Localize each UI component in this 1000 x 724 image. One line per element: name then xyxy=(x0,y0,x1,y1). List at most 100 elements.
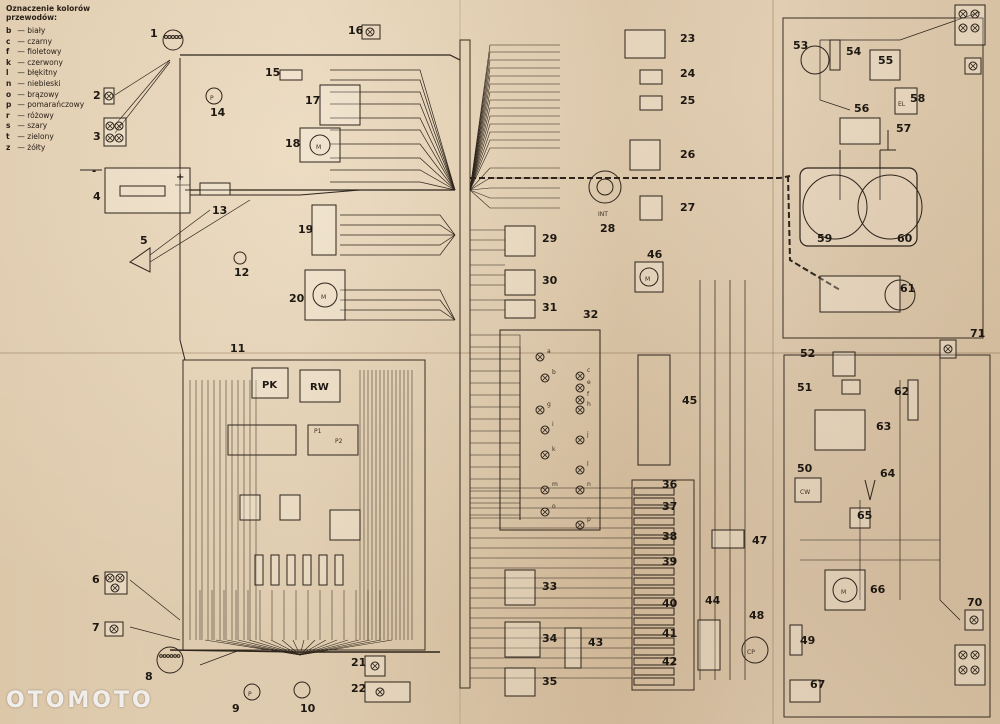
legend-color-name: — fioletowy xyxy=(15,47,62,57)
sensor-10 xyxy=(293,681,311,699)
wire xyxy=(330,129,456,191)
component-number-36: 36 xyxy=(662,478,678,491)
connector-pin-strip xyxy=(633,557,675,566)
pin xyxy=(164,35,168,39)
lamp-icon-6b xyxy=(115,573,125,583)
motor-icon-20 xyxy=(312,282,338,308)
wire xyxy=(330,79,456,191)
lamp-icon-71 xyxy=(943,344,953,354)
starter-solenoid xyxy=(884,279,916,311)
gauge-cp-label: CP xyxy=(747,649,755,656)
lamp-icon-6c xyxy=(110,583,120,593)
component-number-20: 20 xyxy=(289,292,305,305)
fuse-cell xyxy=(254,554,264,586)
connector-pin-strip xyxy=(633,497,675,506)
component-number-55: 55 xyxy=(878,54,893,67)
watermark-logo: OTOMOTO xyxy=(6,688,154,713)
legend-color-name: — czarny xyxy=(15,36,53,46)
wire xyxy=(469,107,560,191)
lamp-housing-lower-right xyxy=(954,644,986,686)
component-number-9: 9 xyxy=(232,702,240,715)
indicator-lamp-icon xyxy=(540,485,550,495)
connector-8 xyxy=(156,646,184,674)
legend-code: t xyxy=(6,131,10,141)
motor-20 xyxy=(304,269,346,321)
switch-23 xyxy=(624,29,666,59)
component-number-70: 70 xyxy=(967,596,983,609)
component-number-58: 58 xyxy=(910,92,925,105)
legend-color-name: — zielony xyxy=(15,131,54,141)
lamp-cross xyxy=(576,521,584,529)
lamp-cross xyxy=(959,666,967,674)
motor-label-46: M xyxy=(645,276,650,283)
component-number-56: 56 xyxy=(854,102,870,115)
ignition-switch-28 xyxy=(588,170,622,204)
lamp-housing-6 xyxy=(104,571,128,595)
legend-code: r xyxy=(6,110,10,120)
switch-26 xyxy=(629,139,661,171)
indicator-letter: o xyxy=(552,503,556,510)
lamp-icon-3 xyxy=(105,121,115,131)
component-number-15: 15 xyxy=(265,66,280,79)
harness-dashed xyxy=(787,175,841,291)
pin xyxy=(166,654,170,658)
battery-minus-label: - xyxy=(92,166,96,177)
indicator-letter: c xyxy=(587,367,590,374)
component-number-12: 12 xyxy=(234,266,249,279)
component-number-62: 62 xyxy=(894,385,909,398)
wire xyxy=(270,639,301,656)
component-number-5: 5 xyxy=(140,234,148,247)
wire xyxy=(114,59,171,96)
indicator-lamp-icon xyxy=(575,465,585,475)
component-number-53: 53 xyxy=(793,39,808,52)
component-number-3: 3 xyxy=(93,130,101,143)
connector-pin-strip xyxy=(633,587,675,596)
lamp-cross xyxy=(576,486,584,494)
component-number-18: 18 xyxy=(285,137,300,150)
switch-27 xyxy=(639,195,663,221)
component-number-71: 71 xyxy=(970,327,985,340)
wire xyxy=(469,44,560,191)
lamp-housing-22 xyxy=(364,681,411,703)
lamp-icon-16 xyxy=(365,27,375,37)
legend-item: l — błękitny xyxy=(6,68,94,79)
wire xyxy=(470,502,521,520)
component-number-59: 59 xyxy=(817,232,832,245)
legend-color-name: — biały xyxy=(15,26,46,35)
lamp-icon xyxy=(970,23,980,33)
lamp-cross xyxy=(366,28,374,36)
relay-p1-p2 xyxy=(307,424,359,456)
lamp-cross xyxy=(971,666,979,674)
pin xyxy=(178,35,182,39)
component-number-28: 28 xyxy=(600,222,615,235)
wire xyxy=(470,454,521,520)
indicator-lamp-icon xyxy=(535,405,545,415)
pin xyxy=(174,35,179,39)
lamp-housing-top-right xyxy=(954,4,986,46)
wire xyxy=(330,143,456,191)
wire xyxy=(299,639,316,656)
relay-17 xyxy=(319,84,361,126)
lamp-icon xyxy=(958,23,968,33)
wire xyxy=(299,639,327,656)
lamp-cross xyxy=(110,625,118,633)
wire xyxy=(169,649,440,653)
wire xyxy=(340,234,456,246)
component-number-64: 64 xyxy=(880,467,896,480)
legend-item: t — zielony xyxy=(6,132,94,143)
legend-color-name: — niebieski xyxy=(15,78,61,88)
connector-pin-strip xyxy=(633,607,675,616)
regulator-65 xyxy=(849,507,871,529)
lamp-icon xyxy=(958,665,968,675)
connector-block-36-42 xyxy=(631,479,695,691)
legend-code: p xyxy=(6,100,12,110)
lamp-cross xyxy=(576,396,584,404)
legend-color-name: — błękitny xyxy=(15,68,58,78)
indicator-letter: m xyxy=(552,481,558,488)
indicator-lamp-icon xyxy=(540,507,550,517)
component-number-7: 7 xyxy=(92,621,100,634)
module-rw-label: RW xyxy=(310,382,329,393)
component-number-14: 14 xyxy=(210,106,226,119)
